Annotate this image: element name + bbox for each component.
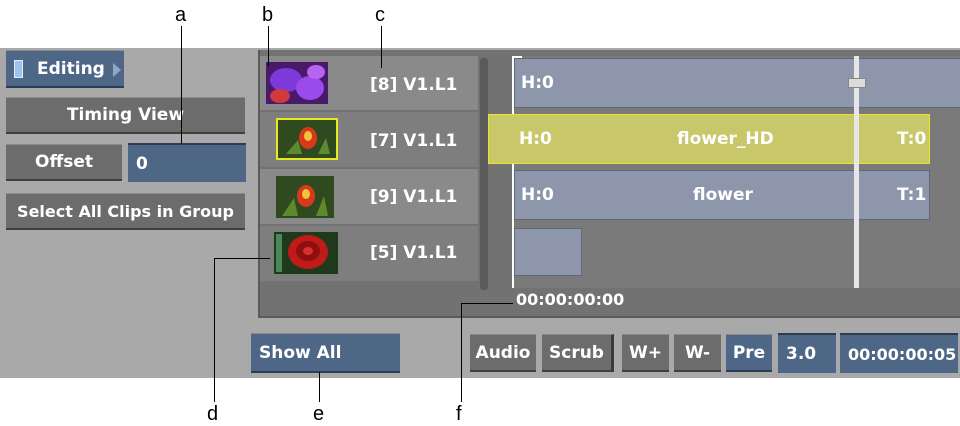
clip-thumbnail-red-rose[interactable] [274, 232, 338, 274]
playhead[interactable] [854, 56, 859, 288]
timeline-start-timecode: 00:00:00:00 [516, 290, 625, 309]
show-all-button[interactable]: Show All [251, 333, 400, 373]
start-marker [512, 56, 514, 288]
callout-line-d [214, 258, 215, 402]
vertical-scrollbar[interactable] [480, 58, 488, 290]
zoom-out-button[interactable]: W- [674, 334, 721, 372]
clip-thumbnail-purple-flowers[interactable] [266, 62, 328, 104]
timeline-view: [8] V1.L1 [7] V1.L1 [9] V1.L1 [5] V1.L1 … [258, 50, 960, 318]
clip-segment[interactable] [514, 228, 582, 276]
clip-segment[interactable]: H:0 flower T:1 [514, 170, 930, 220]
callout-b: b [262, 4, 274, 26]
arrow-right-icon [113, 63, 121, 77]
clip-label: [8] V1.L1 [370, 75, 458, 95]
segment-head: H:0 [519, 129, 552, 149]
clip-thumbnail-red-tulip-selected[interactable] [276, 118, 338, 160]
callout-line-e [319, 372, 320, 402]
timecode-field[interactable]: 00:00:00:05 [840, 333, 958, 373]
clip-label: [9] V1.L1 [370, 187, 458, 207]
zoom-in-button[interactable]: W+ [622, 334, 669, 372]
editing-mode-button[interactable]: Editing [6, 50, 124, 88]
segment-tail: T:0 [897, 129, 927, 149]
clip-segment-selected[interactable]: H:0 flower_HD T:0 [488, 114, 930, 164]
select-all-clips-button[interactable]: Select All Clips in Group [6, 193, 245, 230]
clip-label: [5] V1.L1 [370, 243, 458, 263]
callout-line-b [268, 26, 269, 66]
segment-tail: T:1 [897, 185, 927, 205]
callout-c: c [375, 4, 385, 26]
scrub-button[interactable]: Scrub [542, 334, 614, 372]
timing-view-button[interactable]: Timing View [6, 97, 245, 134]
callout-f: f [456, 403, 462, 425]
editing-mode-label: Editing [37, 58, 105, 79]
callout-line-f-horizontal [461, 303, 513, 304]
callout-a: a [175, 4, 187, 26]
clip-segment[interactable]: H:0 [514, 58, 960, 108]
callout-d: d [207, 403, 219, 425]
offset-label: Offset [6, 144, 122, 181]
clip-thumbnail-red-tulip[interactable] [276, 176, 334, 218]
segment-head: H:0 [521, 185, 554, 205]
segment-head: H:0 [521, 73, 554, 93]
audio-button[interactable]: Audio [470, 334, 536, 372]
indicator-icon [14, 59, 23, 78]
clip-label: [7] V1.L1 [370, 131, 458, 151]
callout-line-d-horizontal [214, 258, 270, 259]
callout-line-a [181, 26, 182, 144]
callout-line-c [381, 26, 382, 68]
segment-name: flower_HD [677, 129, 774, 149]
callout-line-f [461, 303, 462, 402]
start-marker-cap [512, 56, 522, 58]
offset-input[interactable]: 0 [128, 143, 246, 182]
callout-e: e [313, 403, 325, 425]
segment-name: flower [693, 185, 753, 205]
value-field[interactable]: 3.0 [778, 333, 836, 373]
playhead-handle[interactable] [848, 78, 866, 88]
pre-button[interactable]: Pre [726, 334, 772, 372]
